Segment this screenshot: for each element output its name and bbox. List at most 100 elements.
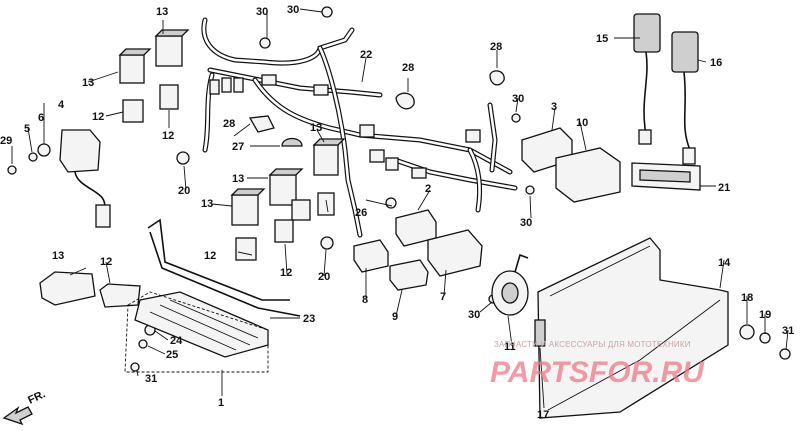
connectors-15-16-21 <box>631 13 701 191</box>
label-12: 12 <box>162 130 174 142</box>
label-19: 19 <box>759 309 771 321</box>
watermark-subtitle: ЗАПЧАСТИ И АКСЕССУАРЫ ДЛЯ МОТОТЕХНИКИ <box>494 340 691 349</box>
connector-12-lower <box>99 283 141 308</box>
clip-27 <box>281 137 303 147</box>
relay-13-top <box>155 35 183 67</box>
label-24: 24 <box>170 335 183 347</box>
relays <box>39 29 346 308</box>
label-17: 17 <box>537 409 549 421</box>
hardware <box>7 6 791 372</box>
harness-connector <box>209 79 220 95</box>
bushing-6 <box>37 143 51 157</box>
connector-16-end <box>682 147 696 165</box>
harness-connector <box>233 77 244 93</box>
clamp-28-top <box>489 70 505 86</box>
label-31: 31 <box>782 325 794 337</box>
label-22: 22 <box>360 49 372 61</box>
label-30: 30 <box>256 6 268 18</box>
label-13: 13 <box>52 250 64 262</box>
clamp-28 <box>248 115 275 133</box>
wire-harness-22 <box>201 17 518 238</box>
label-16: 16 <box>710 57 722 69</box>
connector-12-center <box>274 219 294 243</box>
control-unit-14 <box>534 237 729 419</box>
bolt-29 <box>7 165 17 175</box>
relay-13-left <box>119 54 145 84</box>
label-13: 13 <box>232 173 244 185</box>
label-12: 12 <box>92 111 104 123</box>
label-30: 30 <box>512 93 524 105</box>
connector-17 <box>534 319 546 347</box>
connector-15 <box>633 13 661 53</box>
label-13: 13 <box>310 122 322 134</box>
connector-16 <box>671 31 699 73</box>
relay-13-lower <box>39 271 96 306</box>
label-20: 20 <box>318 271 330 283</box>
watermark: ЗАПЧАСТИ И АКСЕССУАРЫ ДЛЯ МОТОТЕХНИКИ PA… <box>490 340 705 389</box>
grommet-18 <box>739 324 755 340</box>
label-23: 23 <box>303 313 315 325</box>
label-13: 13 <box>82 77 94 89</box>
label-28: 28 <box>490 41 502 53</box>
connector-12-top <box>159 84 179 110</box>
label-31: 31 <box>145 373 157 385</box>
label-8: 8 <box>362 294 368 306</box>
label-30: 30 <box>468 309 480 321</box>
module-7 <box>427 229 483 277</box>
watermark-logo: PARTSFOR.RU <box>490 356 705 389</box>
bolt-30 <box>259 37 271 49</box>
tray-1 <box>124 291 269 373</box>
harness-connector <box>221 77 232 93</box>
label-10: 10 <box>576 117 588 129</box>
label-1: 1 <box>218 397 224 409</box>
harness-connector <box>385 157 399 171</box>
bolt-30 <box>511 113 521 123</box>
label-26: 26 <box>355 207 367 219</box>
label-7: 7 <box>440 291 446 303</box>
label-29: 29 <box>0 135 12 147</box>
label-12: 12 <box>204 250 216 262</box>
label-2: 2 <box>425 183 431 195</box>
label-12: 12 <box>100 256 112 268</box>
horn-11 <box>491 253 529 316</box>
label-27: 27 <box>232 141 244 153</box>
label-25: 25 <box>166 349 178 361</box>
harness-clip <box>313 84 329 96</box>
harness-connector <box>411 167 427 179</box>
grommet-20 <box>320 236 334 250</box>
harness-connector <box>359 124 375 138</box>
label-5: 5 <box>24 123 30 135</box>
front-direction-arrow: FR. <box>2 388 47 426</box>
callout-labels: 13 13 12 12 4 6 5 29 30 30 22 28 28 28 3… <box>0 4 794 421</box>
label-11: 11 <box>504 341 516 353</box>
clip-26 <box>385 197 397 209</box>
label-13: 13 <box>201 198 213 210</box>
bolt-31 <box>779 348 791 360</box>
label-12: 12 <box>280 267 292 279</box>
unit-4 <box>59 129 111 228</box>
label-9: 9 <box>392 311 398 323</box>
modules <box>353 127 621 291</box>
connector-12-small <box>317 192 335 216</box>
label-15: 15 <box>596 33 608 45</box>
connector-15-end <box>638 129 652 145</box>
label-30: 30 <box>287 4 299 16</box>
label-28: 28 <box>223 118 235 130</box>
leader-lines <box>11 8 789 409</box>
washer-5 <box>28 152 38 162</box>
collar-25 <box>138 339 148 349</box>
label-30: 30 <box>520 217 532 229</box>
module-8 <box>353 239 389 273</box>
label-20: 20 <box>178 185 190 197</box>
grommet-20 <box>176 151 190 165</box>
module-9 <box>389 259 429 291</box>
module-10 <box>555 147 621 203</box>
label-18: 18 <box>741 292 753 304</box>
label-21: 21 <box>718 182 730 194</box>
bracket-23 <box>147 218 301 317</box>
clamp-28-right <box>395 92 415 110</box>
relay-13-mid <box>313 144 339 176</box>
connector-12-small <box>291 199 311 221</box>
label-28: 28 <box>402 62 414 74</box>
